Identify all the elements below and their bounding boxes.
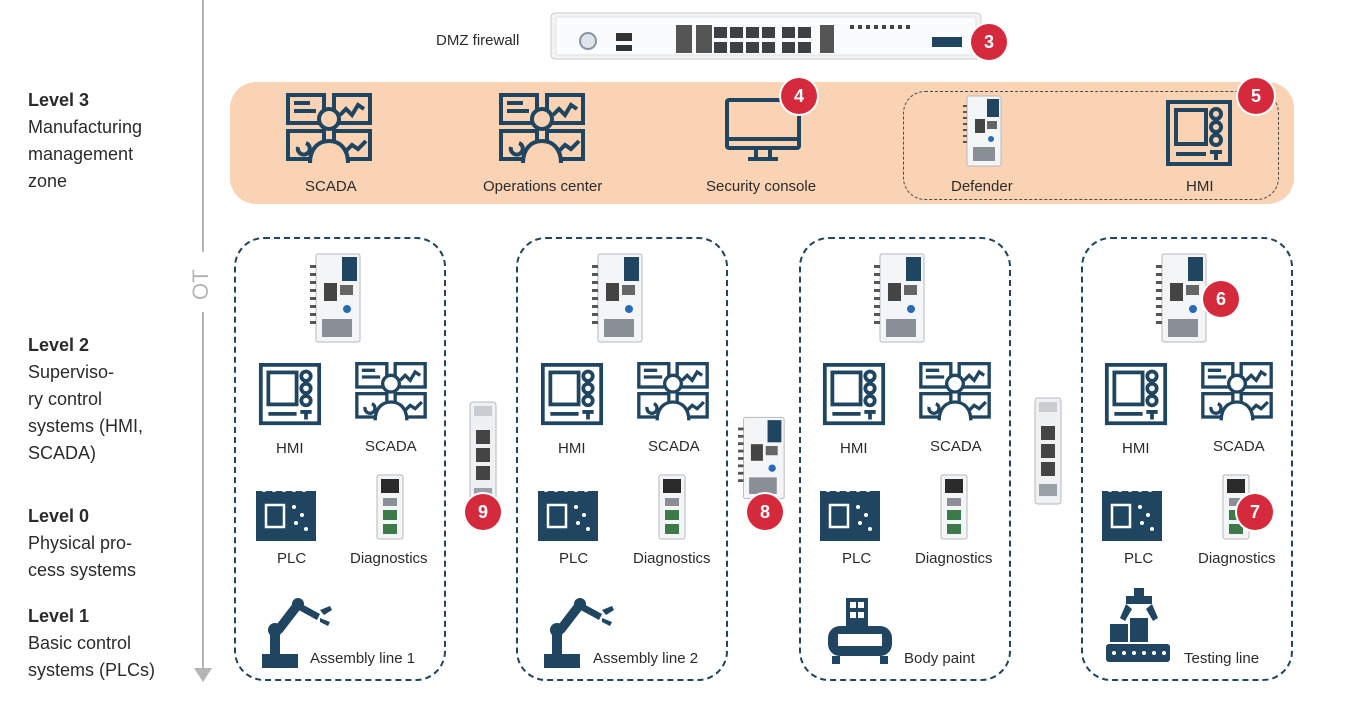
robot-arm-icon: [542, 596, 618, 668]
gripper-conveyor-icon: [1106, 588, 1170, 666]
scada-icon: [919, 362, 991, 422]
line4-diagnostics-label: Diagnostics: [1198, 550, 1276, 567]
line1-diagnostics-label: Diagnostics: [350, 550, 428, 567]
dmz-firewall-device: [550, 11, 982, 66]
badge-7: 7: [1237, 494, 1273, 530]
level-1-title: Level 1: [28, 606, 90, 626]
level-3-label: Level 3 Manufacturing management zone: [28, 87, 188, 195]
line1-scada-label: SCADA: [365, 438, 417, 455]
defender-device: [1156, 253, 1208, 348]
level-0-title: Level 0: [28, 506, 90, 526]
line-box-assembly-2: [516, 237, 728, 681]
monitor-icon: [724, 97, 802, 165]
line2-scada-label: SCADA: [648, 438, 700, 455]
line-box-body-paint: [799, 237, 1011, 681]
line3-name-label: Body paint: [904, 650, 975, 667]
line3-hmi-label: HMI: [840, 440, 868, 457]
level-2-label: Level 2 Supervisо- ry control systems (H…: [28, 332, 188, 467]
mgmt-defender-label: Defender: [951, 178, 1013, 195]
defender-hmi-group: [903, 91, 1279, 200]
hmi-icon: [540, 363, 604, 427]
scada-icon: [355, 362, 427, 422]
line3-diagnostics-label: Diagnostics: [915, 550, 993, 567]
mgmt-operations-label: Operations center: [483, 178, 603, 195]
diagnostics-device: [658, 474, 686, 545]
line3-plc-label: PLC: [842, 550, 872, 567]
robot-arm-icon: [260, 596, 336, 668]
plc-icon: [820, 485, 880, 541]
gateway-device: [1033, 396, 1063, 511]
badge-8: 8: [747, 494, 783, 530]
diagnostics-device: [940, 474, 968, 545]
line2-plc-label: PLC: [559, 550, 589, 567]
line1-name-label: Assembly line 1: [310, 650, 416, 667]
line-box-assembly-1: [234, 237, 446, 681]
badge-3: 3: [971, 24, 1007, 60]
level-0-label: Level 0 Physical pro- cess systems: [28, 503, 188, 584]
line4-scada-label: SCADA: [1213, 438, 1265, 455]
hmi-icon: [258, 363, 322, 427]
plc-icon: [1102, 485, 1162, 541]
badge-5: 5: [1238, 78, 1274, 114]
scada-icon: [637, 362, 709, 422]
operations-center-icon: [499, 93, 585, 165]
level-axis-arrow: [194, 668, 212, 682]
dmz-firewall-label: DMZ firewall: [436, 32, 520, 49]
hmi-icon: [1104, 363, 1168, 427]
line4-hmi-label: HMI: [1122, 440, 1150, 457]
mgmt-scada-label: SCADA: [305, 178, 357, 195]
level-1-label: Level 1 Basic control systems (PLCs): [28, 603, 188, 684]
scada-icon: [1201, 362, 1273, 422]
line-box-testing: [1081, 237, 1293, 681]
scada-icon: [286, 93, 372, 165]
mgmt-security-console-label: Security console: [706, 178, 817, 195]
paint-booth-icon: [824, 596, 896, 666]
line4-plc-label: PLC: [1124, 550, 1154, 567]
plc-icon: [538, 485, 598, 541]
level-3-title: Level 3: [28, 90, 90, 110]
line1-hmi-label: HMI: [276, 440, 304, 457]
line1-plc-label: PLC: [277, 550, 307, 567]
diagnostics-device: [376, 474, 404, 545]
hmi-icon: [822, 363, 886, 427]
mgmt-hmi-label: HMI: [1186, 178, 1214, 195]
line2-diagnostics-label: Diagnostics: [633, 550, 711, 567]
defender-device: [738, 413, 786, 508]
defender-device: [310, 253, 362, 348]
badge-9: 9: [465, 494, 501, 530]
line2-hmi-label: HMI: [558, 440, 586, 457]
line3-scada-label: SCADA: [930, 438, 982, 455]
line2-name-label: Assembly line 2: [593, 650, 699, 667]
ot-label: OT: [188, 269, 213, 300]
management-zone: [230, 82, 1294, 204]
level-axis-line: [202, 0, 204, 672]
defender-device: [963, 95, 1003, 172]
defender-device: [874, 253, 926, 348]
line4-name-label: Testing line: [1184, 650, 1260, 667]
level-2-title: Level 2: [28, 335, 90, 355]
plc-icon: [256, 485, 316, 541]
badge-6: 6: [1203, 281, 1239, 317]
defender-device: [592, 253, 644, 348]
badge-4: 4: [781, 78, 817, 114]
hmi-icon: [1166, 100, 1232, 168]
